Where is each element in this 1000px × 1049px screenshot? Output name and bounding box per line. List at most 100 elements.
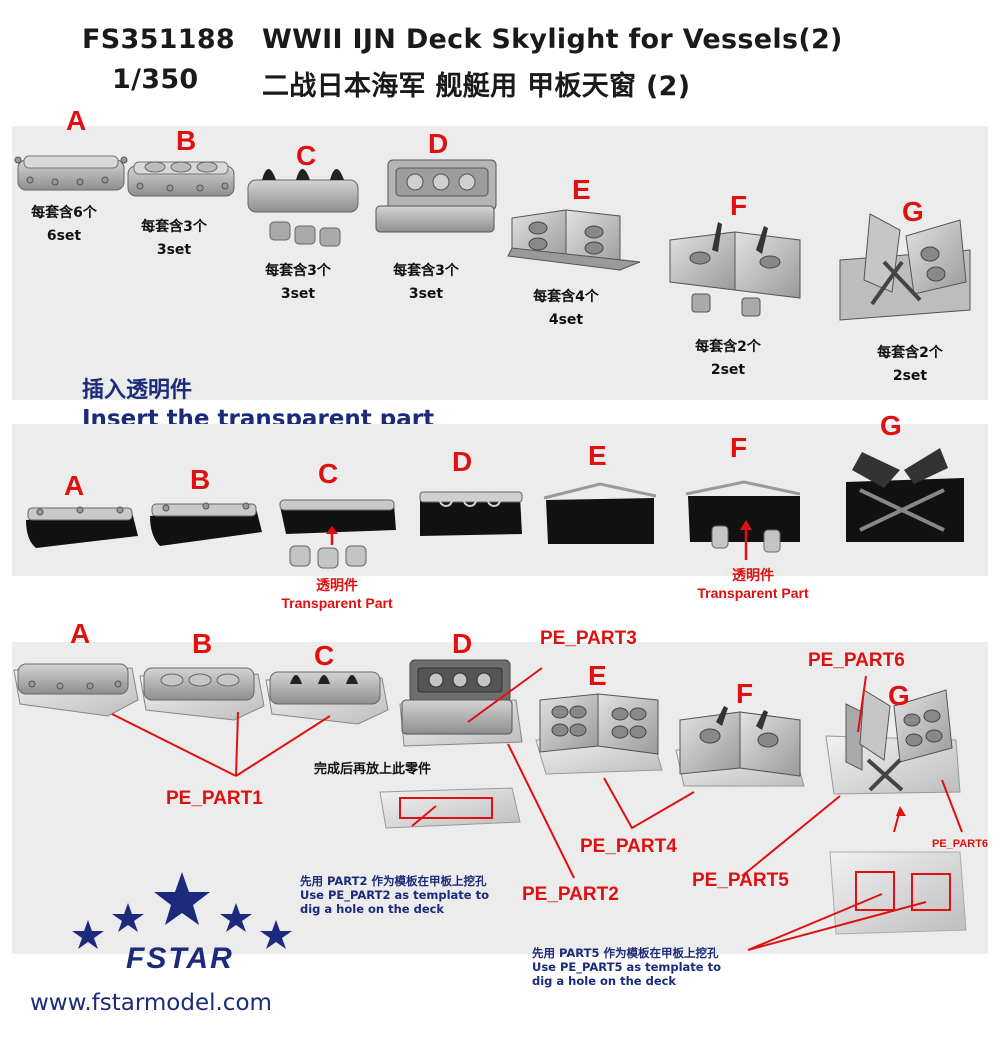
part-a-drawing [14,155,128,191]
after-completion-note: 完成后再放上此零件 [314,762,432,777]
part-c-drawing [247,169,359,247]
part-d-drawing [375,159,497,233]
pe-part2-note-en-1: Use PE_PART2 as template to [300,888,490,902]
part-e-drawing [507,209,641,271]
pe-part6-small-label: PE_PART6 [932,838,989,850]
pe-part4-label: PE_PART4 [580,836,677,857]
transparent-label-f: 透明件 Transparent Part [678,566,828,602]
part-a-count-en: 6set [46,228,82,244]
star-icon [112,903,144,932]
star-icon [220,903,252,932]
assembly-d-letter: D [452,628,473,659]
assembly-f-letter: F [736,678,754,709]
insert-g-drawing [846,448,964,542]
part-b-count: 每套含3个 3set [134,216,214,262]
fstar-logo-text: FSTAR [126,942,234,975]
assembly-e-letter: E [588,660,607,691]
insert-c-drawing [279,499,396,569]
part-f-count-cn: 每套含2个 [695,339,761,355]
assembly-a-letter: A [70,618,91,649]
part-g-count: 每套含2个 2set [870,342,950,388]
assembly-a-drawing [13,663,139,717]
assembly-c-letter: C [314,640,335,671]
pe-part2-note-cn: 先用 PART2 作为模板在甲板上挖孔 [300,874,487,888]
part-d-letter: D [428,128,449,159]
part-d-count-en: 3set [408,286,444,302]
part-f-count: 每套含2个 2set [688,336,768,382]
insert-heading-cn: 插入透明件 [82,378,193,403]
product-title-en: WWII IJN Deck Skylight for Vessels(2) [262,24,843,55]
insert-e-letter: E [588,440,607,471]
part-e-count-cn: 每套含4个 [533,289,599,305]
insert-b-letter: B [190,464,211,495]
part-b-letter: B [176,125,197,156]
leader-lines [111,667,963,951]
star-icon [154,872,210,925]
assembly-c-drawing [265,671,389,725]
pe-part5-note-en-2: dig a hole on the deck [532,974,677,988]
pe-part2-note-en-2: dig a hole on the deck [300,902,445,916]
part-f-letter: F [730,190,748,221]
website-link[interactable]: www.fstarmodel.com [30,990,272,1016]
insert-d-letter: D [452,446,473,477]
transparent-label-c: 透明件 Transparent Part [262,576,412,612]
part-c-count-en: 3set [280,286,316,302]
insert-b-drawing [150,502,262,546]
part-g-count-en: 2set [892,368,928,384]
part-e-letter: E [572,174,591,205]
transparent-label-c-cn: 透明件 [316,577,358,593]
part-a-count-cn: 每套含6个 [31,205,97,221]
part-a-letter: A [66,105,87,136]
assembly-g-drawing [825,689,967,935]
part-a-count: 每套含6个 6set [24,202,104,248]
pe-part2-note: 先用 PART2 作为模板在甲板上挖孔 Use PE_PART2 as temp… [300,874,489,916]
assembly-e-drawing [535,693,663,775]
assembly-d-drawing [379,659,523,829]
pe-part2-label: PE_PART2 [522,884,619,905]
part-g-count-cn: 每套含2个 [877,345,943,361]
star-icon [72,920,104,949]
part-c-count-cn: 每套含3个 [265,263,331,279]
insert-e-drawing [543,482,657,544]
pe-part5-note-cn: 先用 PART5 作为模板在甲板上挖孔 [532,946,719,960]
assembly-b-letter: B [192,628,213,659]
assembly-b-drawing [139,667,265,721]
transparent-label-c-en: Transparent Part [281,595,393,611]
part-b-count-en: 3set [156,242,192,258]
transparent-label-f-cn: 透明件 [732,567,774,583]
part-b-count-cn: 每套含3个 [141,219,207,235]
product-code: FS351188 [82,24,236,55]
pe-part5-label: PE_PART5 [692,870,789,891]
insert-a-drawing [26,506,138,548]
part-f-drawing [669,222,801,317]
insert-f-drawing [685,480,801,560]
part-g-letter: G [902,196,924,227]
transparent-label-f-en: Transparent Part [697,585,809,601]
insert-a-letter: A [64,470,85,501]
part-g-drawing [839,213,971,321]
part-f-count-en: 2set [710,362,746,378]
part-c-count: 每套含3个 3set [258,260,338,306]
part-d-count: 每套含3个 3set [386,260,466,306]
assembly-g-letter: G [888,680,910,711]
part-b-drawing [127,161,235,197]
insert-c-letter: C [318,458,339,489]
part-c-letter: C [296,140,317,171]
scale-label: 1/350 [112,64,199,95]
insert-f-letter: F [730,432,748,463]
pe-part5-note-en-1: Use PE_PART5 as template to [532,960,722,974]
product-title-cn: 二战日本海军 舰艇用 甲板天窗 (2) [262,71,691,102]
part-e-count: 每套含4个 4set [526,286,606,332]
star-icon [260,920,292,949]
assembly-f-drawing [675,706,805,787]
pe-part5-note: 先用 PART5 作为模板在甲板上挖孔 Use PE_PART5 as temp… [532,946,721,988]
pe-part1-label: PE_PART1 [166,788,263,809]
insert-g-letter: G [880,410,902,441]
insert-d-drawing [419,491,523,536]
part-e-count-en: 4set [548,312,584,328]
part-d-count-cn: 每套含3个 [393,263,459,279]
